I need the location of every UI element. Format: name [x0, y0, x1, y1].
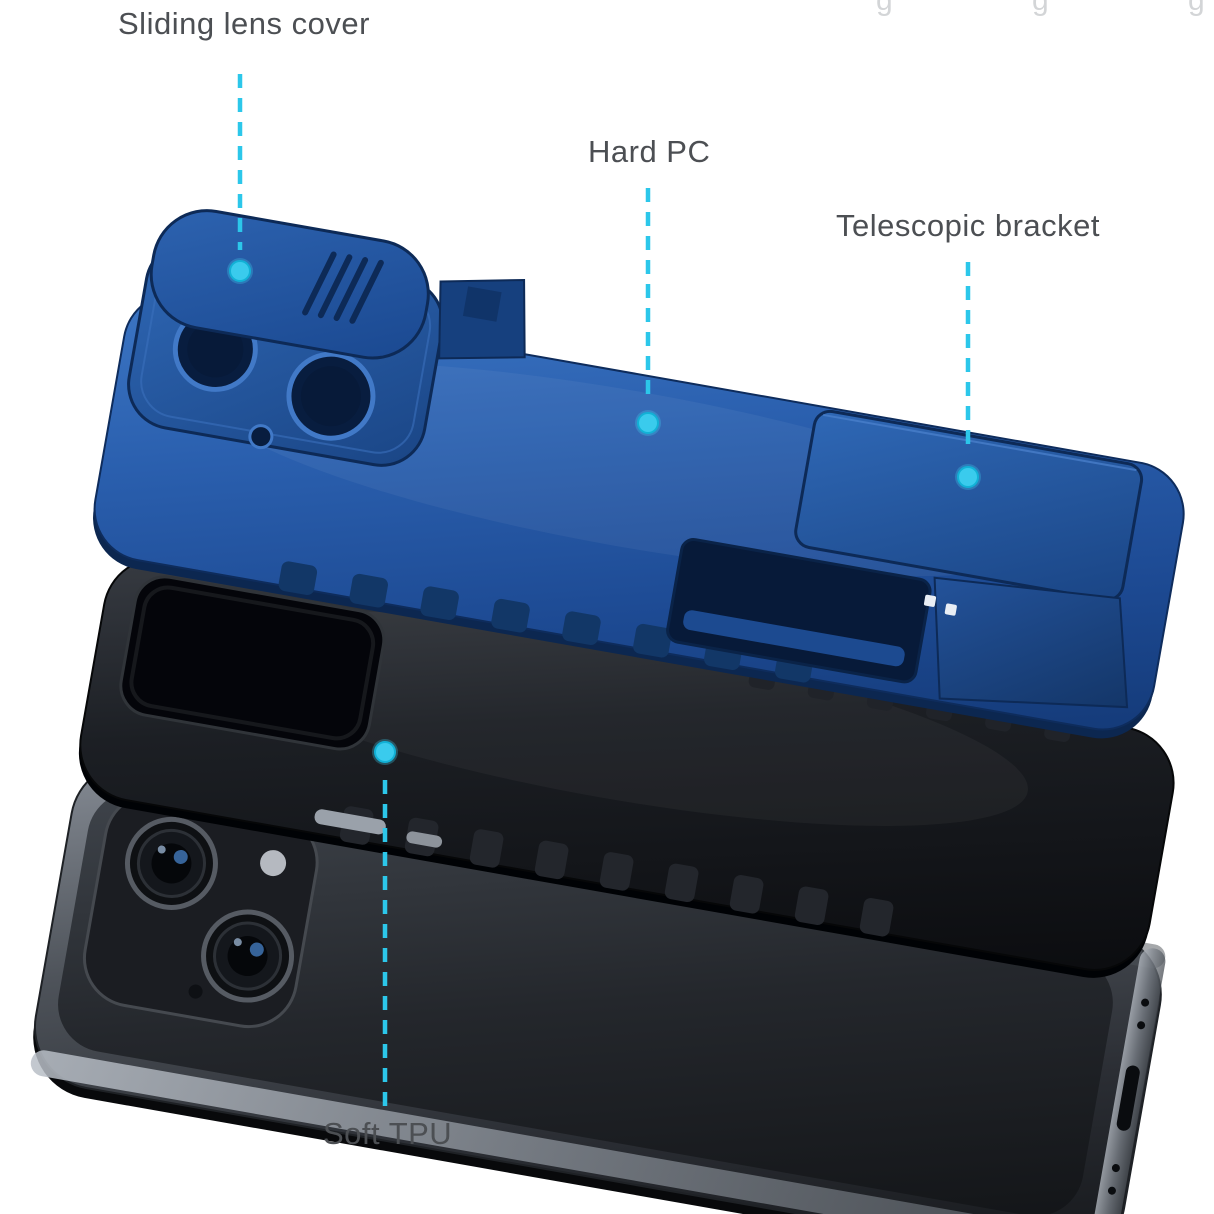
watermark-fragment: g — [1188, 0, 1205, 17]
sliding-cover-grip-stripes — [302, 251, 384, 324]
kickstand-marker-dot-2 — [944, 603, 957, 616]
dot-telescopic-bracket-icon — [955, 464, 981, 490]
kickstand-marker-dot-1 — [923, 594, 937, 607]
phone-back-glass — [58, 790, 1113, 1214]
kickstand-plate-highlight — [823, 413, 1137, 472]
camera-plate-flash-hole — [248, 424, 274, 450]
label-hard-pc: Hard PC — [588, 134, 711, 169]
phone-lens-top — [124, 816, 218, 910]
phone-camera-module — [82, 792, 319, 1029]
phone-charging-port — [1116, 1065, 1140, 1131]
watermark-fragment: g — [876, 0, 893, 17]
tpu-side-buttons — [314, 809, 443, 848]
kickstand-plate — [794, 409, 1144, 602]
label-soft-tpu: Soft TPU — [323, 1116, 453, 1151]
sliding-lens-cover — [149, 209, 430, 360]
dot-soft-tpu-icon — [372, 739, 398, 765]
watermark-fragment: g — [1032, 0, 1049, 17]
phone-port-and-speakers — [1107, 998, 1150, 1195]
sliding-cover-track — [438, 278, 526, 360]
kickstand-flap — [933, 576, 1129, 709]
hard-pc-layer — [93, 209, 1185, 739]
phone-flash — [260, 850, 287, 877]
leader-dots — [227, 258, 981, 765]
dot-sliding-cover-icon — [227, 258, 253, 284]
label-telescopic-bracket: Telescopic bracket — [836, 208, 1101, 243]
phone-mic-dot — [188, 984, 203, 999]
kickstand-inner-lip — [683, 610, 905, 667]
phone-layer — [30, 757, 1166, 1214]
leader-lines — [237, 74, 971, 1106]
tpu-sheen — [200, 611, 1028, 826]
camera-plate-lens-hole-2 — [286, 351, 376, 441]
soft-tpu-layer — [78, 557, 1175, 978]
tpu-camera-cutout — [119, 575, 386, 751]
phone-bottom-frame — [30, 1050, 1114, 1214]
phone-lens-bottom — [201, 909, 295, 1003]
dot-hard-pc-icon — [635, 410, 661, 436]
telescopic-bracket — [666, 409, 1144, 709]
label-sliding-lens-cover: Sliding lens cover — [118, 6, 370, 41]
